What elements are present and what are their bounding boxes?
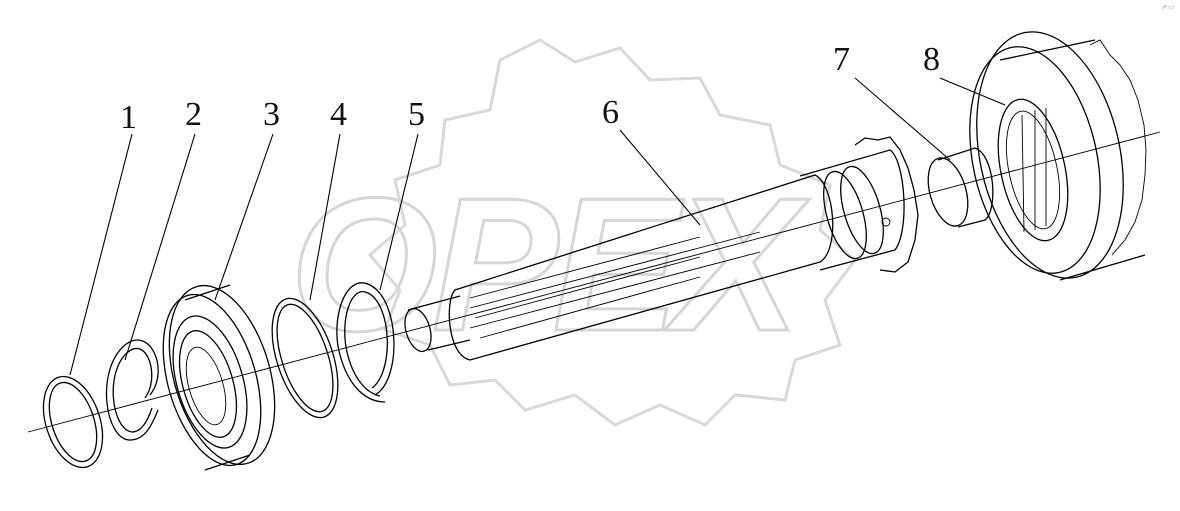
part-4-ring <box>271 297 339 419</box>
callout-6: 6 <box>602 94 619 131</box>
part-8-gear <box>969 31 1147 281</box>
part-6-spline-shaft <box>404 136 919 361</box>
callout-3: 3 <box>263 96 280 133</box>
part-5-snap-ring <box>336 282 395 403</box>
part-2-snap-ring <box>105 339 159 441</box>
leader-lines <box>69 77 1006 376</box>
corner-mark: ↗ ▭ <box>1161 5 1174 11</box>
callout-4: 4 <box>330 96 347 133</box>
callout-2: 2 <box>185 96 202 133</box>
part-1-retaining-ring <box>42 375 104 469</box>
axis-line <box>27 131 1161 433</box>
callout-8: 8 <box>923 41 940 78</box>
part-3-bearing <box>162 284 276 471</box>
watermark-text: OPEX <box>290 159 810 371</box>
callout-1: 1 <box>120 99 137 136</box>
part-7-bushing <box>927 147 994 228</box>
watermark: OPEX <box>289 38 858 427</box>
callout-7: 7 <box>833 41 850 78</box>
callout-labels: 1 2 3 4 5 6 7 8 <box>120 41 940 136</box>
callout-5: 5 <box>408 96 425 133</box>
